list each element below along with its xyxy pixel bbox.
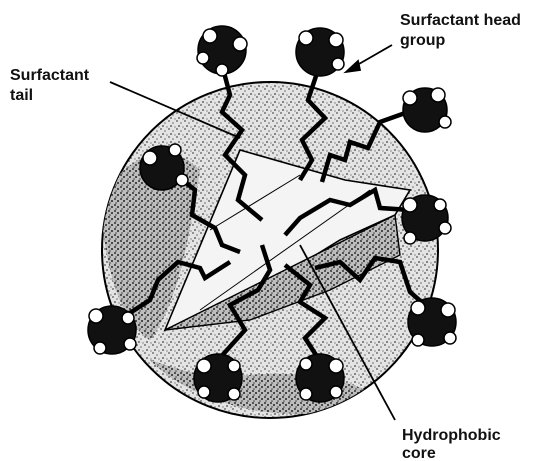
surfactant-tail-label-line-2: tail [10, 87, 33, 104]
head-leader-arrowhead [346, 61, 360, 72]
head-group-7 [408, 298, 456, 346]
hydrophobic-core-label-line-1: Hydrophobic [402, 427, 501, 444]
surfactant-head-label-line-2: group [400, 32, 446, 49]
surfactant-tail-label-line-1: Surfactant [10, 67, 90, 84]
micelle-sphere [100, 82, 438, 418]
head-group-8 [194, 354, 242, 402]
head-group-6 [88, 306, 136, 354]
surfactant-tail-label: Surfactant tail [10, 67, 94, 104]
head-group-4 [140, 144, 188, 190]
hydrophobic-core-label-line-2: core [402, 445, 436, 461]
head-group-1 [197, 26, 247, 76]
surfactant-head-label: Surfactant head group [400, 12, 525, 49]
head-group-5 [402, 195, 451, 244]
head-group-9 [296, 354, 344, 402]
surfactant-head-label-line-1: Surfactant head [400, 12, 521, 29]
hydrophobic-core-label: Hydrophobic core [402, 427, 505, 461]
head-group-2 [296, 28, 344, 76]
head-group-3 [403, 88, 451, 132]
